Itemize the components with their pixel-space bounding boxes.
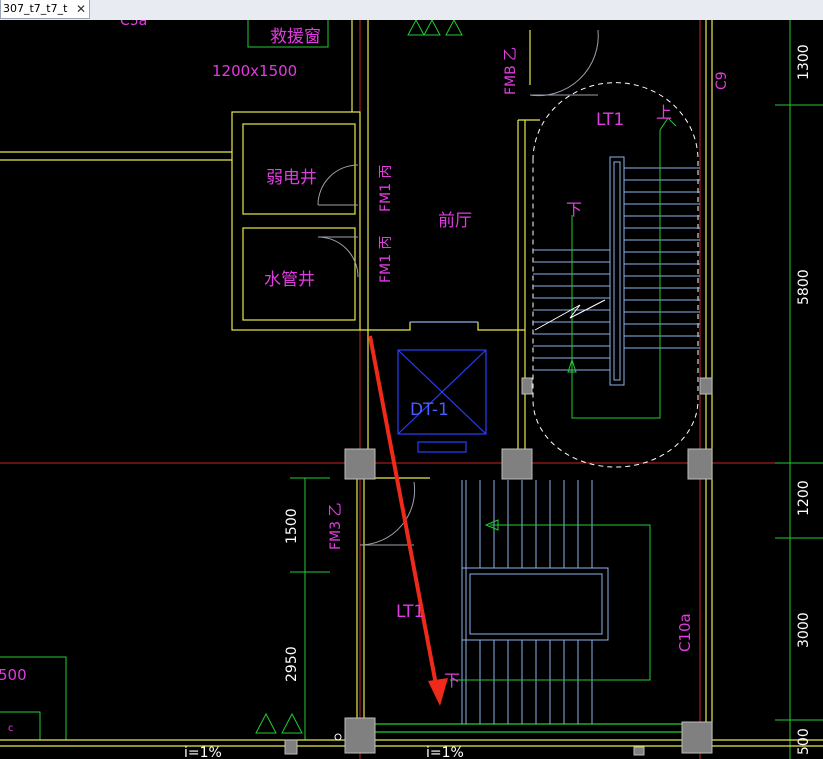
stair-lower-label: LT1 bbox=[396, 602, 424, 622]
slope-right-label: i=1% bbox=[426, 745, 464, 759]
dim-left-1500: 1500 bbox=[284, 508, 300, 544]
left-dimension-500-label: 500 bbox=[0, 666, 27, 684]
stair-lower bbox=[450, 480, 651, 724]
door-fm1-upper-label: FM1 丙 bbox=[378, 165, 394, 213]
dimension-lines bbox=[0, 20, 823, 759]
document-tab-bar: 307_t7_t7_t ✕ bbox=[0, 0, 823, 21]
water-shaft-label: 水管井 bbox=[264, 270, 315, 290]
document-tab[interactable]: 307_t7_t7_t ✕ bbox=[0, 0, 90, 19]
stair-down-lower-label: 下 bbox=[444, 671, 460, 690]
door-fm3-label: FM3 乙 bbox=[328, 503, 344, 551]
window-tag-c10a: C10a bbox=[676, 613, 694, 652]
weak-shaft-label: 弱电井 bbox=[266, 168, 317, 188]
window-size-label: 1200x1500 bbox=[212, 62, 297, 80]
rescue-window-label: 救援窗 bbox=[270, 27, 321, 47]
stair-lt1-label: LT1 bbox=[596, 110, 624, 130]
dim-right-1200: 1200 bbox=[796, 480, 812, 516]
close-icon[interactable]: ✕ bbox=[75, 2, 86, 16]
stair-up-label: 上 bbox=[656, 103, 672, 122]
elevator-dt1 bbox=[397, 349, 487, 453]
window-tag-c5a: C5a bbox=[120, 20, 147, 29]
stair-lt1-upper bbox=[532, 82, 700, 468]
dim-right-500: 500 bbox=[796, 728, 812, 755]
dim-right-1300: 1300 bbox=[796, 44, 812, 80]
window-tag-c9: C9 bbox=[714, 71, 730, 90]
dim-right-5800: 5800 bbox=[796, 269, 812, 305]
elevator-label: DT-1 bbox=[410, 400, 449, 420]
cad-drawing-canvas[interactable]: C5a 救援窗 1200x1500 FMB 乙 C9 LT1 上 弱电井 水管井… bbox=[0, 20, 823, 759]
dim-right-3000: 3000 bbox=[796, 612, 812, 648]
left-tag-label: c bbox=[8, 723, 14, 734]
slope-left-label: i=1% bbox=[184, 745, 222, 759]
dim-left-2950: 2950 bbox=[284, 646, 300, 682]
lobby-label: 前厅 bbox=[438, 211, 472, 231]
door-fm1-lower-label: FM1 丙 bbox=[378, 236, 394, 284]
door-fmb-label: FMB 乙 bbox=[503, 47, 519, 95]
columns bbox=[284, 377, 713, 756]
stair-down-upper-label: 下 bbox=[566, 200, 582, 219]
tab-title: 307_t7_t7_t bbox=[3, 2, 68, 15]
elevation-marks bbox=[255, 20, 463, 741]
annotation-arrow bbox=[368, 335, 448, 706]
door-swings bbox=[317, 29, 599, 546]
